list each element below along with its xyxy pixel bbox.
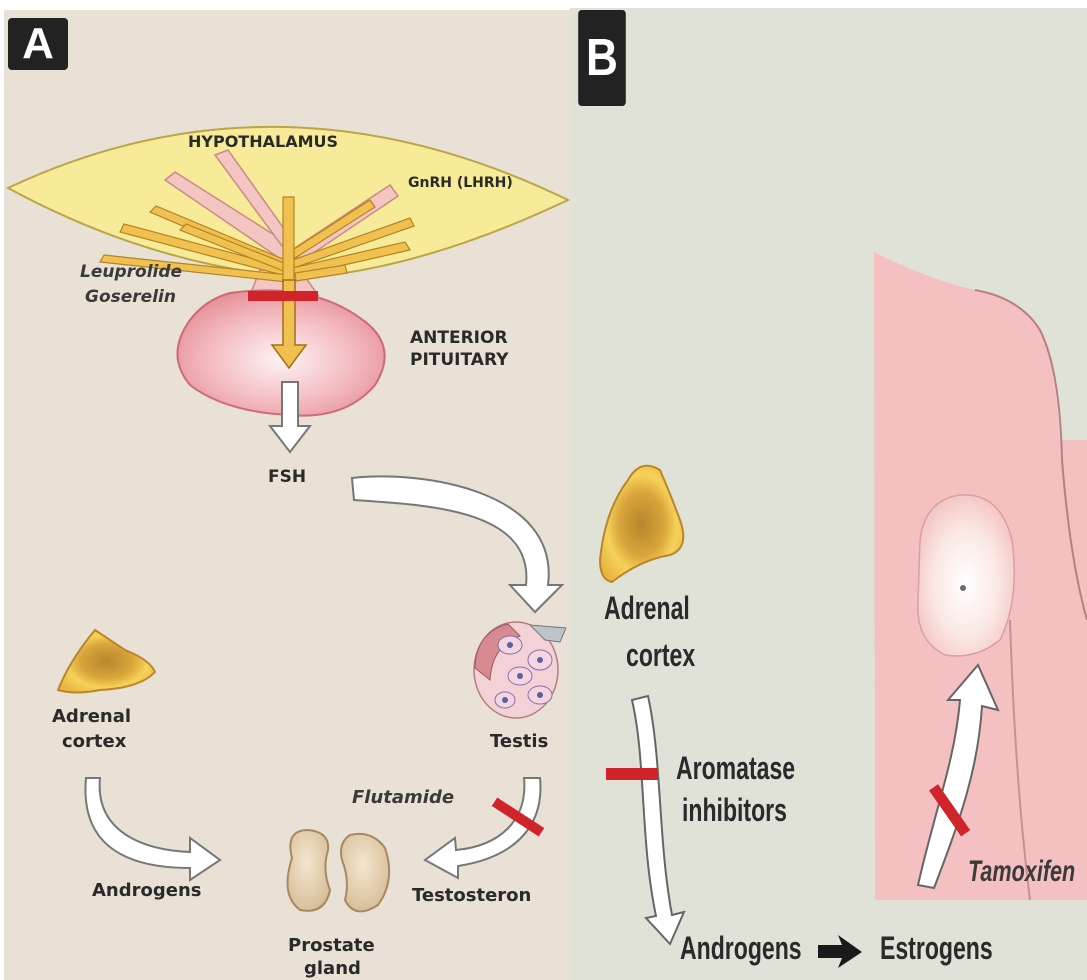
androgens-to-estrogens-arrow: [818, 935, 862, 968]
breast-shape: [918, 495, 1015, 656]
leuprolide-block: [248, 291, 318, 301]
prostate-label-2: gland: [304, 958, 361, 979]
panel-b-label: B: [578, 10, 626, 106]
testis-shape: [474, 622, 566, 718]
tamoxifen-label: Tamoxifen: [968, 855, 1075, 889]
adrenal-label-a2: cortex: [62, 731, 126, 752]
gnrh-label: GnRH (LHRH): [408, 175, 513, 191]
panel-a-label: A: [8, 18, 68, 70]
aromatase-block: [606, 768, 658, 780]
goserelin-label: Goserelin: [85, 287, 176, 307]
testis-label: Testis: [490, 731, 548, 752]
adrenal-gland-a: [58, 630, 155, 693]
leuprolide-label: Leuprolide: [80, 262, 182, 282]
pituitary-label: PITUITARY: [410, 350, 508, 370]
flutamide-label: Flutamide: [352, 787, 454, 808]
fsh-to-testis-arrow: [352, 476, 562, 612]
adrenal-gland-b: [600, 466, 683, 582]
aromatase-label-2: inhibitors: [682, 792, 787, 829]
fsh-label: FSH: [268, 467, 306, 487]
androgens-label-a: Androgens: [92, 880, 202, 901]
prostate-label-1: Prostate: [288, 935, 375, 956]
adrenal-label-b1: Adrenal: [604, 590, 690, 627]
testosterone-label: Testosteron: [412, 885, 531, 906]
estrogens-label: Estrogens: [880, 930, 993, 967]
adrenal-to-androgens-arrow: [85, 778, 220, 880]
adrenal-label-b2: cortex: [626, 637, 695, 674]
prostate-gland-shape: [288, 830, 390, 911]
adrenal-label-a1: Adrenal: [52, 706, 131, 727]
anterior-label: ANTERIOR: [410, 328, 508, 348]
androgens-label-b: Androgens: [680, 930, 802, 967]
aromatase-label-1: Aromatase: [676, 750, 795, 787]
aromatase-arrow: [632, 696, 684, 944]
hypothalamus-label: HYPOTHALAMUS: [188, 132, 338, 151]
